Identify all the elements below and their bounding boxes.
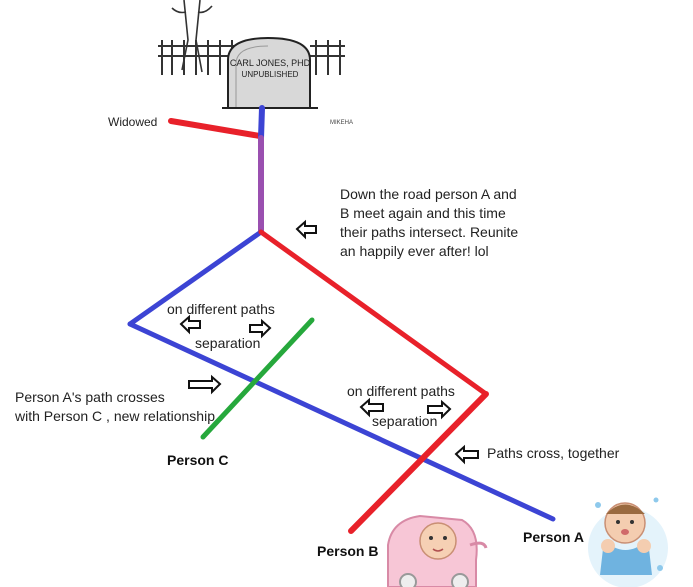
different-paths-label-right: on different paths xyxy=(347,383,455,399)
arrow-left-icon xyxy=(359,397,384,418)
baby-girl-stroller-icon xyxy=(387,514,488,587)
different-paths-label-left: on different paths xyxy=(167,301,275,317)
widowed-path xyxy=(168,118,263,139)
fence-icon xyxy=(158,40,345,75)
arrow-right-icon xyxy=(188,374,222,395)
person-a-path xyxy=(127,321,556,522)
baby-boy-icon xyxy=(588,497,668,587)
person-a-path-upper xyxy=(127,229,264,327)
person-c-crossing-note-line1: Person A's path crosses xyxy=(15,389,165,405)
life-paths xyxy=(127,105,556,534)
arrow-right-icon xyxy=(249,318,272,339)
person-a-label: Person A xyxy=(523,529,584,545)
separation-label-right: separation xyxy=(372,413,438,429)
arrow-right-icon xyxy=(427,399,452,420)
separation-label-left: separation xyxy=(195,335,261,351)
tree-icon xyxy=(171,0,213,73)
person-b-path-upper xyxy=(258,229,489,397)
person-c-label: Person C xyxy=(167,452,229,468)
reunite-note: Down the road person A and B meet again … xyxy=(340,186,519,259)
tombstone-subtitle: UNPUBLISHED xyxy=(242,70,299,79)
person-c-path xyxy=(200,317,315,440)
tombstone-signature: MIKEHA xyxy=(330,120,353,126)
joined-path-upper xyxy=(258,105,265,141)
tombstone-icon: CARL JONES, PHD UNPUBLISHED MIKEHA xyxy=(222,36,353,126)
person-b-path xyxy=(348,391,489,534)
arrow-left-icon xyxy=(179,314,201,335)
arrow-left-icon xyxy=(295,219,317,240)
widowed-label: Widowed xyxy=(108,115,158,129)
paths-cross-label: Paths cross, together xyxy=(487,445,620,461)
arrow-left-icon xyxy=(454,444,479,465)
tombstone-name: CARL JONES, PHD xyxy=(230,58,311,68)
person-b-label: Person B xyxy=(317,543,379,559)
person-c-crossing-note-line2: with Person C , new relationship xyxy=(15,408,215,424)
